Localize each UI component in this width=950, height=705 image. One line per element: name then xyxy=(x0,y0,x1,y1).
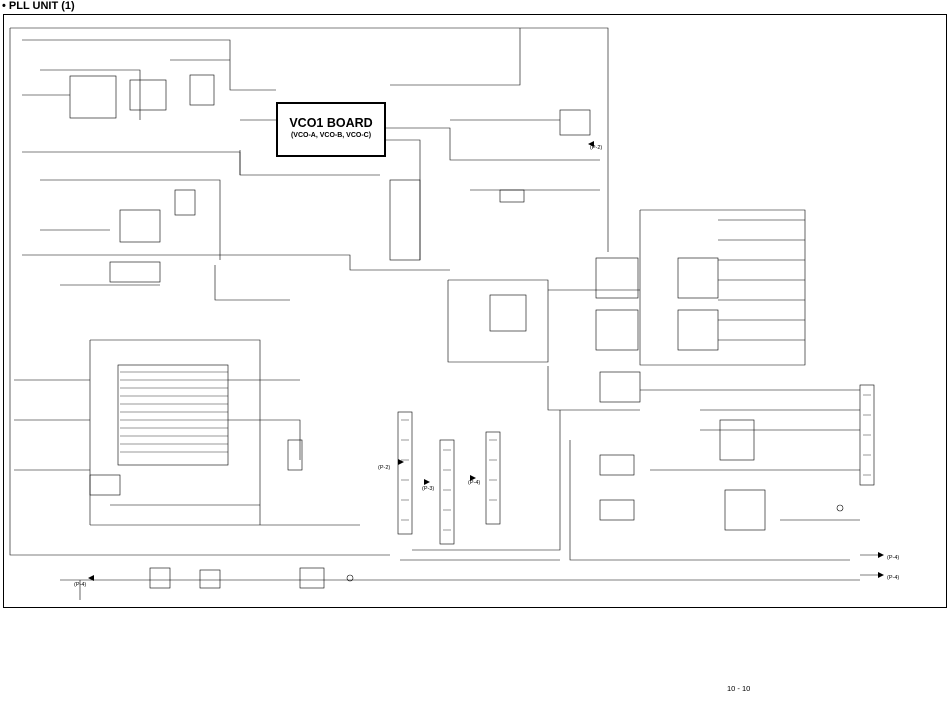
vco1-board-subtitle: (VCO-A, VCO-B, VCO-C) xyxy=(290,132,372,139)
page-ref: (P-4) xyxy=(887,555,900,561)
schematic-frame xyxy=(3,14,947,608)
page-ref: (P-4) xyxy=(887,575,900,581)
vco1-board-block: VCO1 BOARD (VCO-A, VCO-B, VCO-C) xyxy=(276,102,386,157)
page-ref: (P-4) xyxy=(468,480,481,486)
page-ref: (P-2) xyxy=(590,145,603,151)
page-title: • PLL UNIT (1) xyxy=(2,0,75,12)
vco1-board-title: VCO1 BOARD xyxy=(289,116,373,130)
page-ref: (P-2) xyxy=(378,465,391,471)
page-ref: (P-4) xyxy=(74,582,87,588)
page-ref: (P-3) xyxy=(422,486,435,492)
page-number: 10 - 10 xyxy=(727,684,751,693)
